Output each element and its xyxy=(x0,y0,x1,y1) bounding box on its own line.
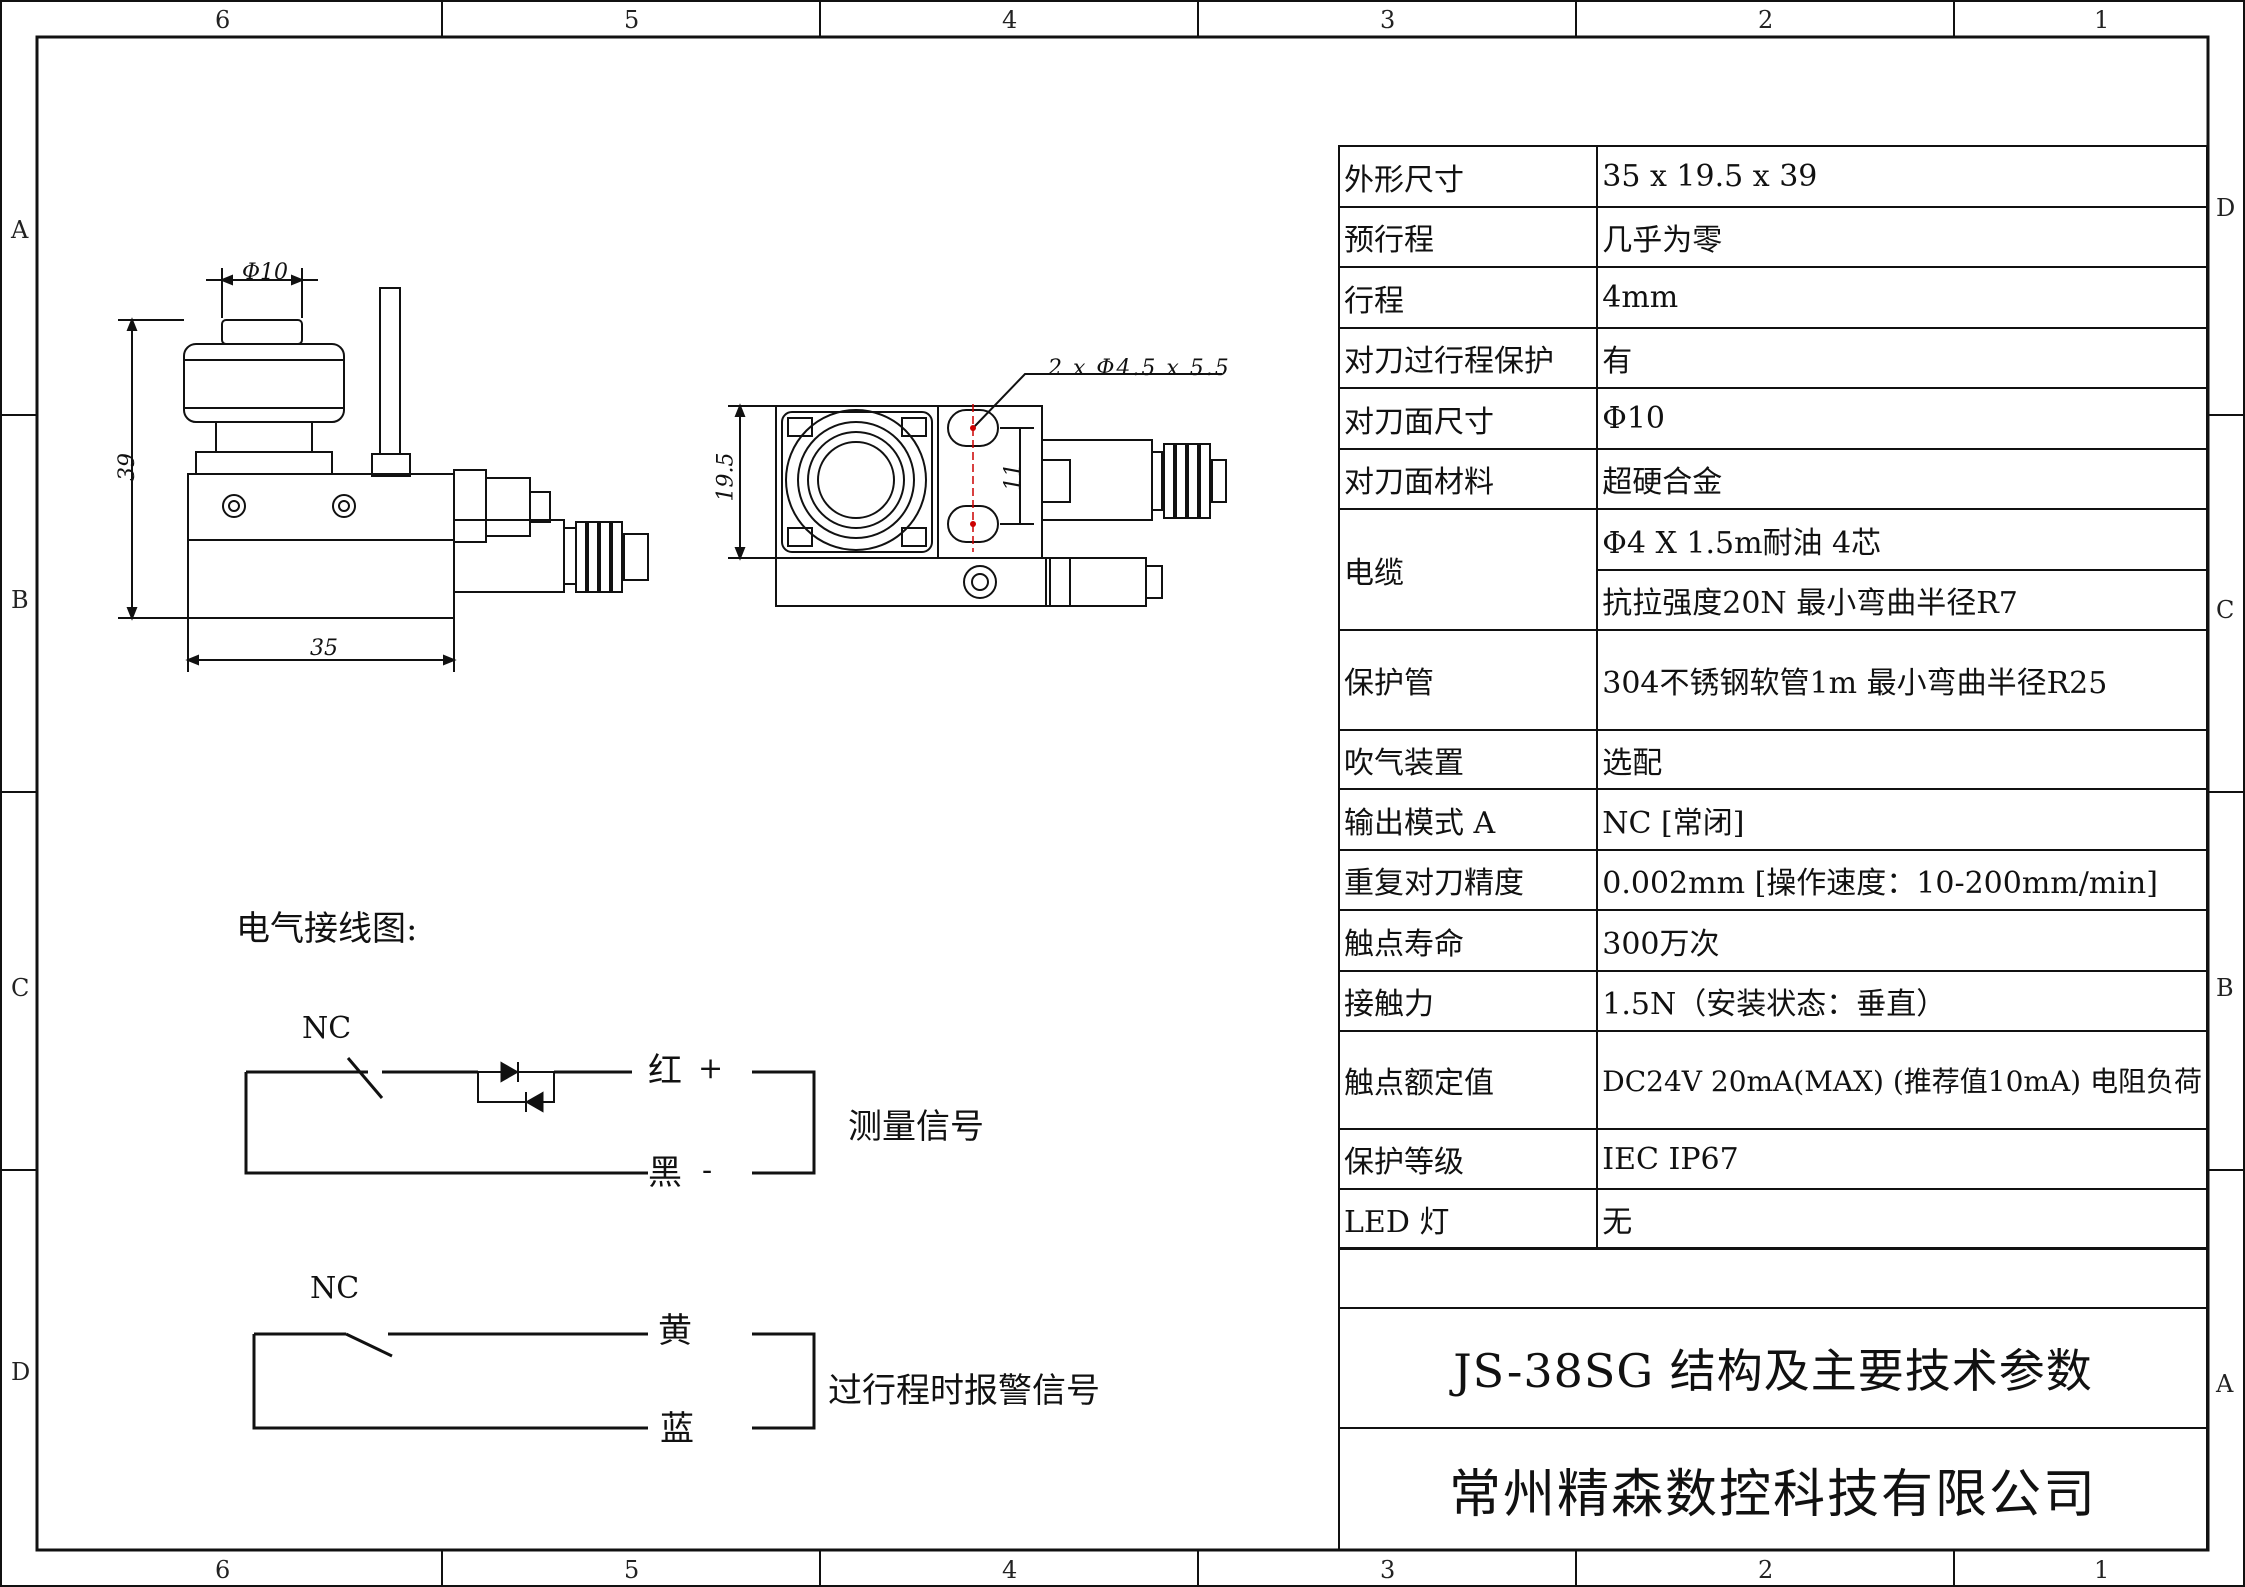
circuit1-signal-label: 测量信号 xyxy=(848,1107,984,1147)
drawing-title: JS-38SG 结构及主要技术参数 xyxy=(1338,1309,2208,1429)
zone-left-a: A xyxy=(11,216,29,244)
spec-label: 保护管 xyxy=(1337,629,1599,731)
spec-value: 超硬合金 xyxy=(1596,448,2208,510)
spec-value: 有 xyxy=(1596,327,2208,389)
dim-hole-spacing: 11 xyxy=(1001,463,1026,491)
zone-bottom-4: 4 xyxy=(1002,1556,1018,1584)
dim-height: 39 xyxy=(115,453,140,481)
zone-bottom-3: 3 xyxy=(1380,1556,1396,1584)
dim-width: 35 xyxy=(310,636,338,661)
spec-label: 触点寿命 xyxy=(1337,909,1599,972)
circuit2-contact-label: NC xyxy=(310,1271,360,1306)
spec-value: 304不锈钢软管1m 最小弯曲半径R25 xyxy=(1596,629,2208,731)
spec-row: LED 灯无 xyxy=(1337,1188,2208,1250)
spec-label: 接触力 xyxy=(1337,970,1599,1032)
circuit2-wire-yellow: 黄 xyxy=(658,1311,692,1351)
spec-value: DC24V 20mA(MAX) (推荐值10mA) 电阻负荷 xyxy=(1596,1030,2208,1130)
spec-value: 300万次 xyxy=(1596,909,2208,972)
zone-left-d: D xyxy=(11,1358,31,1386)
spec-label: 对刀面材料 xyxy=(1337,448,1599,510)
zone-left-c: C xyxy=(11,974,30,1002)
spec-value: 无 xyxy=(1596,1188,2208,1250)
spec-label: 预行程 xyxy=(1337,206,1599,268)
zone-bottom-1: 1 xyxy=(2094,1556,2110,1584)
wiring-title: 电气接线图: xyxy=(236,909,418,949)
dim-depth: 19.5 xyxy=(713,452,739,502)
zone-bottom-6: 6 xyxy=(215,1556,231,1584)
front-view xyxy=(118,268,649,672)
spec-row: 对刀面材料超硬合金 xyxy=(1337,448,2208,510)
spec-label: 输出模式 A xyxy=(1337,788,1599,851)
wiring-diagram xyxy=(244,1057,816,1430)
zone-bottom-5: 5 xyxy=(624,1556,640,1584)
zone-bottom-2: 2 xyxy=(1758,1556,1774,1584)
dim-holes: 2 x Φ4.5 x 5.5 xyxy=(1048,356,1231,381)
zone-top-1: 1 xyxy=(2094,6,2110,34)
spec-value: NC [常闭] xyxy=(1596,788,2208,851)
spec-row: 吹气装置 选配 xyxy=(1337,729,2208,790)
circuit1-wire-red: 红 xyxy=(648,1051,682,1091)
circuit1-wire-black: 黑 xyxy=(648,1153,682,1193)
spec-row: 抗拉强度20N 最小弯曲半径R7 xyxy=(1339,569,2208,631)
spec-label: LED 灯 xyxy=(1337,1188,1599,1250)
spec-value: 1.5N（安装状态：垂直） xyxy=(1596,970,2208,1032)
spec-value: 0.002mm [操作速度：10-200mm/min] xyxy=(1596,849,2208,911)
circuit2-wire-blue: 蓝 xyxy=(660,1409,694,1449)
circuit1-contact-label: NC xyxy=(302,1011,352,1046)
dim-diameter-top: Φ10 xyxy=(242,260,289,285)
spec-label: 行程 xyxy=(1337,266,1599,329)
circuit2-signal-label: 过行程时报警信号 xyxy=(828,1371,1100,1411)
zone-top-6: 6 xyxy=(215,6,231,34)
zone-top-2: 2 xyxy=(1758,6,1774,34)
spec-value-2: 抗拉强度20N 最小弯曲半径R7 xyxy=(1596,569,2208,631)
spec-value: 35 x 19.5 x 39 xyxy=(1596,145,2208,208)
zone-right-c: C xyxy=(2216,596,2235,624)
spec-value: 4mm xyxy=(1596,266,2208,329)
spec-row: 对刀过行程保护有 xyxy=(1337,327,2208,389)
zone-right-d: D xyxy=(2216,194,2236,222)
spec-value: 选配 xyxy=(1596,729,2208,790)
zone-top-5: 5 xyxy=(624,6,640,34)
zone-top-3: 3 xyxy=(1380,6,1396,34)
spec-label: 电缆 xyxy=(1337,508,1599,631)
spec-row: 外形尺寸 35 x 19.5 x 39 xyxy=(1337,145,2208,208)
spec-label: 重复对刀精度 xyxy=(1337,849,1599,911)
spec-value: 几乎为零 xyxy=(1596,206,2208,268)
spec-label: 触点额定值 xyxy=(1337,1030,1599,1130)
zone-right-b: B xyxy=(2216,974,2234,1002)
spec-value: IEC IP67 xyxy=(1596,1128,2208,1190)
circuit1-plus: + xyxy=(698,1051,724,1086)
spec-row: 预行程几乎为零 xyxy=(1337,206,2208,268)
zone-right-a: A xyxy=(2216,1370,2234,1398)
spec-label: 对刀过行程保护 xyxy=(1337,327,1599,389)
spec-label: 外形尺寸 xyxy=(1337,145,1599,208)
spec-value: Φ10 xyxy=(1596,387,2208,450)
title-block-blank-row xyxy=(1338,1247,2208,1309)
company-name: 常州精森数控科技有限公司 xyxy=(1338,1429,2208,1551)
top-view xyxy=(728,373,1227,607)
circuit1-minus: - xyxy=(702,1153,713,1188)
spec-label: 吹气装置 xyxy=(1337,729,1599,790)
zone-top-4: 4 xyxy=(1002,6,1018,34)
spec-label: 对刀面尺寸 xyxy=(1337,387,1599,450)
zone-left-b: B xyxy=(11,586,29,614)
spec-label: 保护等级 xyxy=(1337,1128,1599,1190)
spec-value: Φ4 X 1.5m耐油 4芯 xyxy=(1596,508,2208,571)
title-block: JS-38SG 结构及主要技术参数 常州精森数控科技有限公司 xyxy=(1338,1247,2208,1551)
